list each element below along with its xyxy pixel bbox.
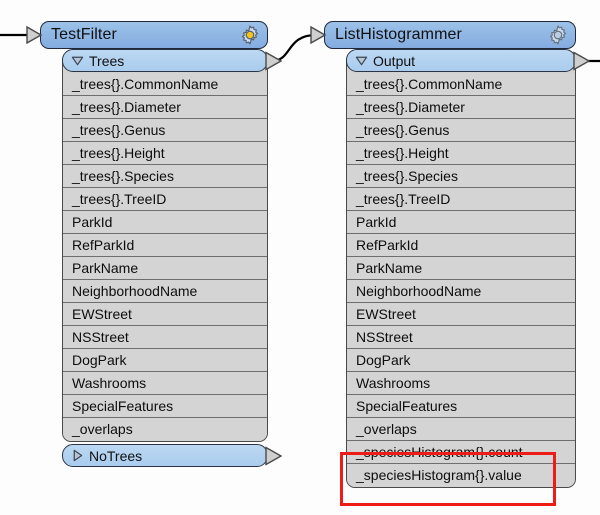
field-row[interactable]: ParkName <box>347 257 575 280</box>
node-title: TestFilter <box>51 26 117 43</box>
field-row[interactable]: DogPark <box>347 349 575 372</box>
port-row-trees[interactable]: Trees <box>62 49 282 72</box>
field-row[interactable]: ParkId <box>63 211 267 234</box>
output-port-arrow-icon[interactable] <box>573 51 590 70</box>
node-test-filter[interactable]: TestFilter Trees _trees{}.CommonName_tre… <box>26 21 282 467</box>
node-title: ListHistogrammer <box>335 26 462 43</box>
port-group-notrees: NoTrees <box>62 444 282 467</box>
field-row[interactable]: _trees{}.Height <box>347 142 575 165</box>
field-row[interactable]: DogPark <box>63 349 267 372</box>
field-list-output: _trees{}.CommonName_trees{}.Diameter_tre… <box>346 61 576 488</box>
field-row[interactable]: SpecialFeatures <box>63 395 267 418</box>
field-row[interactable]: ParkId <box>347 211 575 234</box>
field-row[interactable]: _trees{}.Species <box>347 165 575 188</box>
field-row[interactable]: _trees{}.Diameter <box>347 96 575 119</box>
triangle-down-icon[interactable] <box>71 54 84 67</box>
input-port-arrow-icon[interactable] <box>310 26 326 44</box>
field-row[interactable]: EWStreet <box>347 303 575 326</box>
field-row[interactable]: NSStreet <box>63 326 267 349</box>
field-row[interactable]: EWStreet <box>63 303 267 326</box>
port-group-output: Output _trees{}.CommonName_trees{}.Diame… <box>346 49 590 488</box>
field-row[interactable]: _trees{}.Species <box>63 165 267 188</box>
field-row[interactable]: NeighborhoodName <box>63 280 267 303</box>
node-header-list-histogrammer[interactable]: ListHistogrammer <box>310 21 576 49</box>
field-row[interactable]: _trees{}.TreeID <box>63 188 267 211</box>
field-row[interactable]: SpecialFeatures <box>347 395 575 418</box>
port-label: Output <box>373 52 416 69</box>
field-row[interactable]: RefParkId <box>347 234 575 257</box>
field-row[interactable]: _trees{}.TreeID <box>347 188 575 211</box>
field-row[interactable]: Washrooms <box>63 372 267 395</box>
gear-icon[interactable] <box>547 24 569 46</box>
field-row[interactable]: _trees{}.CommonName <box>63 73 267 96</box>
node-list-histogrammer[interactable]: ListHistogrammer Output _trees{}.CommonN… <box>310 21 590 488</box>
field-row[interactable]: NSStreet <box>347 326 575 349</box>
field-row[interactable]: _trees{}.Diameter <box>63 96 267 119</box>
port-row-notrees[interactable]: NoTrees <box>62 444 282 467</box>
node-header-test-filter[interactable]: TestFilter <box>26 21 268 49</box>
triangle-down-icon[interactable] <box>355 54 368 67</box>
field-row-highlighted[interactable]: _speciesHistogram{}.count <box>347 441 575 464</box>
field-row[interactable]: _trees{}.CommonName <box>347 73 575 96</box>
input-port-arrow-icon[interactable] <box>26 26 42 44</box>
port-label: NoTrees <box>89 447 143 464</box>
field-row[interactable]: _trees{}.Genus <box>347 119 575 142</box>
port-label: Trees <box>89 52 125 69</box>
field-row[interactable]: NeighborhoodName <box>347 280 575 303</box>
field-row[interactable]: _trees{}.Genus <box>63 119 267 142</box>
field-list-trees: _trees{}.CommonName_trees{}.Diameter_tre… <box>62 61 268 442</box>
field-row[interactable]: _overlaps <box>63 418 267 441</box>
port-group-trees: Trees _trees{}.CommonName_trees{}.Diamet… <box>62 49 282 442</box>
output-port-arrow-icon[interactable] <box>265 51 282 70</box>
field-row[interactable]: RefParkId <box>63 234 267 257</box>
field-row[interactable]: _overlaps <box>347 418 575 441</box>
gear-icon[interactable] <box>239 24 261 46</box>
field-row-highlighted[interactable]: _speciesHistogram{}.value <box>347 464 575 487</box>
triangle-right-icon[interactable] <box>71 449 84 462</box>
field-row[interactable]: ParkName <box>63 257 267 280</box>
output-port-arrow-icon[interactable] <box>265 446 282 465</box>
field-row[interactable]: Washrooms <box>347 372 575 395</box>
field-row[interactable]: _trees{}.Height <box>63 142 267 165</box>
port-row-output[interactable]: Output <box>346 49 590 72</box>
